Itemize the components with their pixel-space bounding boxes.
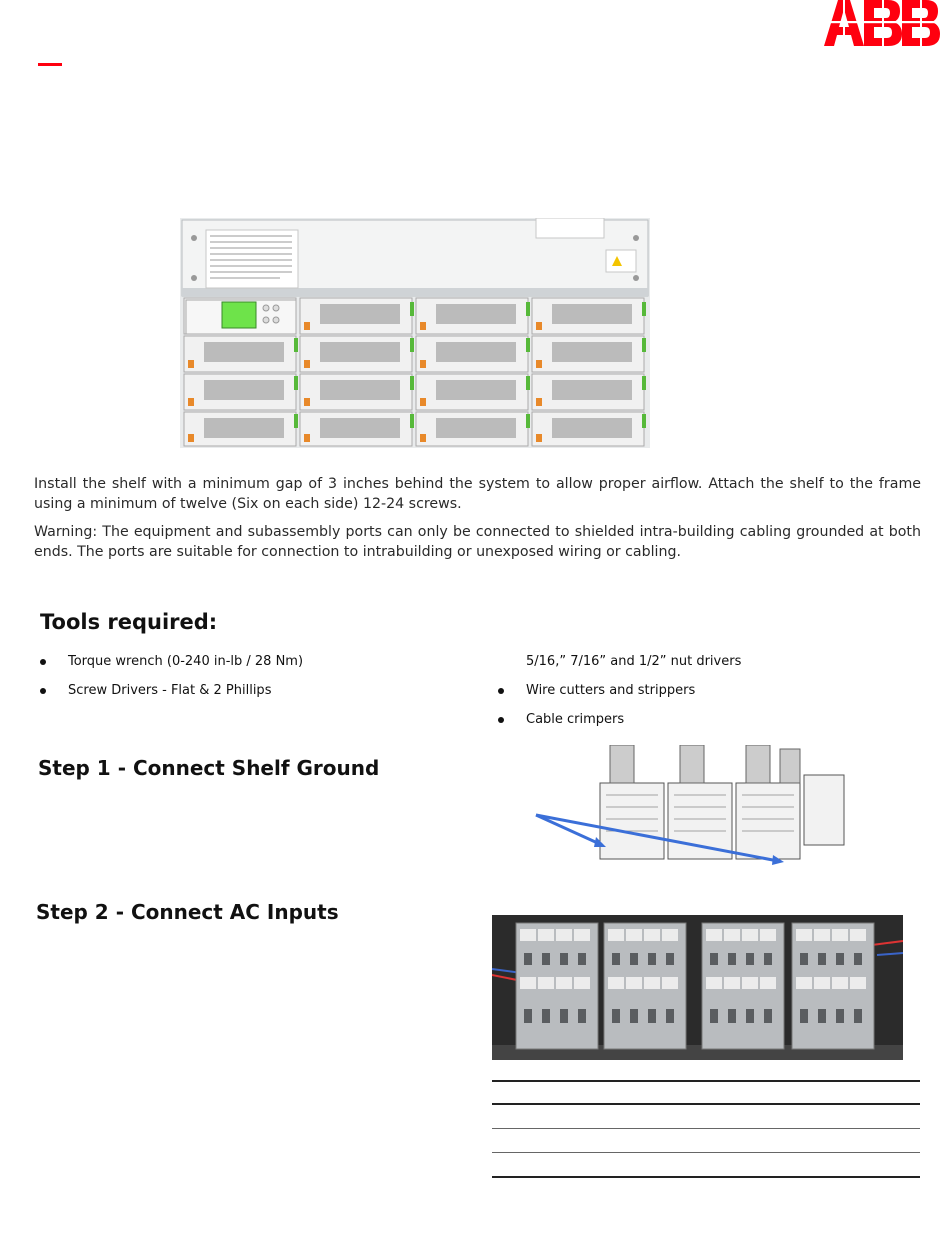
warning-label: Warning [34,524,93,540]
tool-item: Screw Drivers - Flat & 2 Phillips [40,683,271,698]
power-shelf-photo [180,218,650,448]
tool-item: Wire cutters and strippers [498,683,695,698]
shelf-ground-diagram [530,745,848,869]
bullet-icon [498,716,504,723]
table-rule [492,1080,920,1082]
warning-paragraph: Warning: The equipment and subassembly p… [34,522,921,562]
tools-required-heading: Tools required: [40,610,218,634]
table-rule [492,1176,920,1178]
tool-item: 5/16,” 7/16” and 1/2” nut drivers [526,654,742,669]
install-paragraph: Install the shelf with a minimum gap of … [34,476,921,512]
step-2-heading: Step 2 - Connect AC Inputs [36,900,339,924]
step-1-heading: Step 1 - Connect Shelf Ground [38,756,380,780]
ac-input-terminals-photo [492,915,903,1060]
bullet-icon [40,687,46,694]
abb-logo [824,0,940,46]
warning-text: : The equipment and subassembly ports ca… [34,524,921,560]
table-rule [492,1152,920,1153]
bullet-icon [40,658,46,665]
tool-item: Cable crimpers [498,712,624,727]
table-rule [492,1103,920,1105]
accent-dash [38,63,62,66]
tool-item: Torque wrench (0-240 in-lb / 28 Nm) [40,654,303,669]
bullet-icon [498,687,504,694]
table-rule [492,1128,920,1129]
